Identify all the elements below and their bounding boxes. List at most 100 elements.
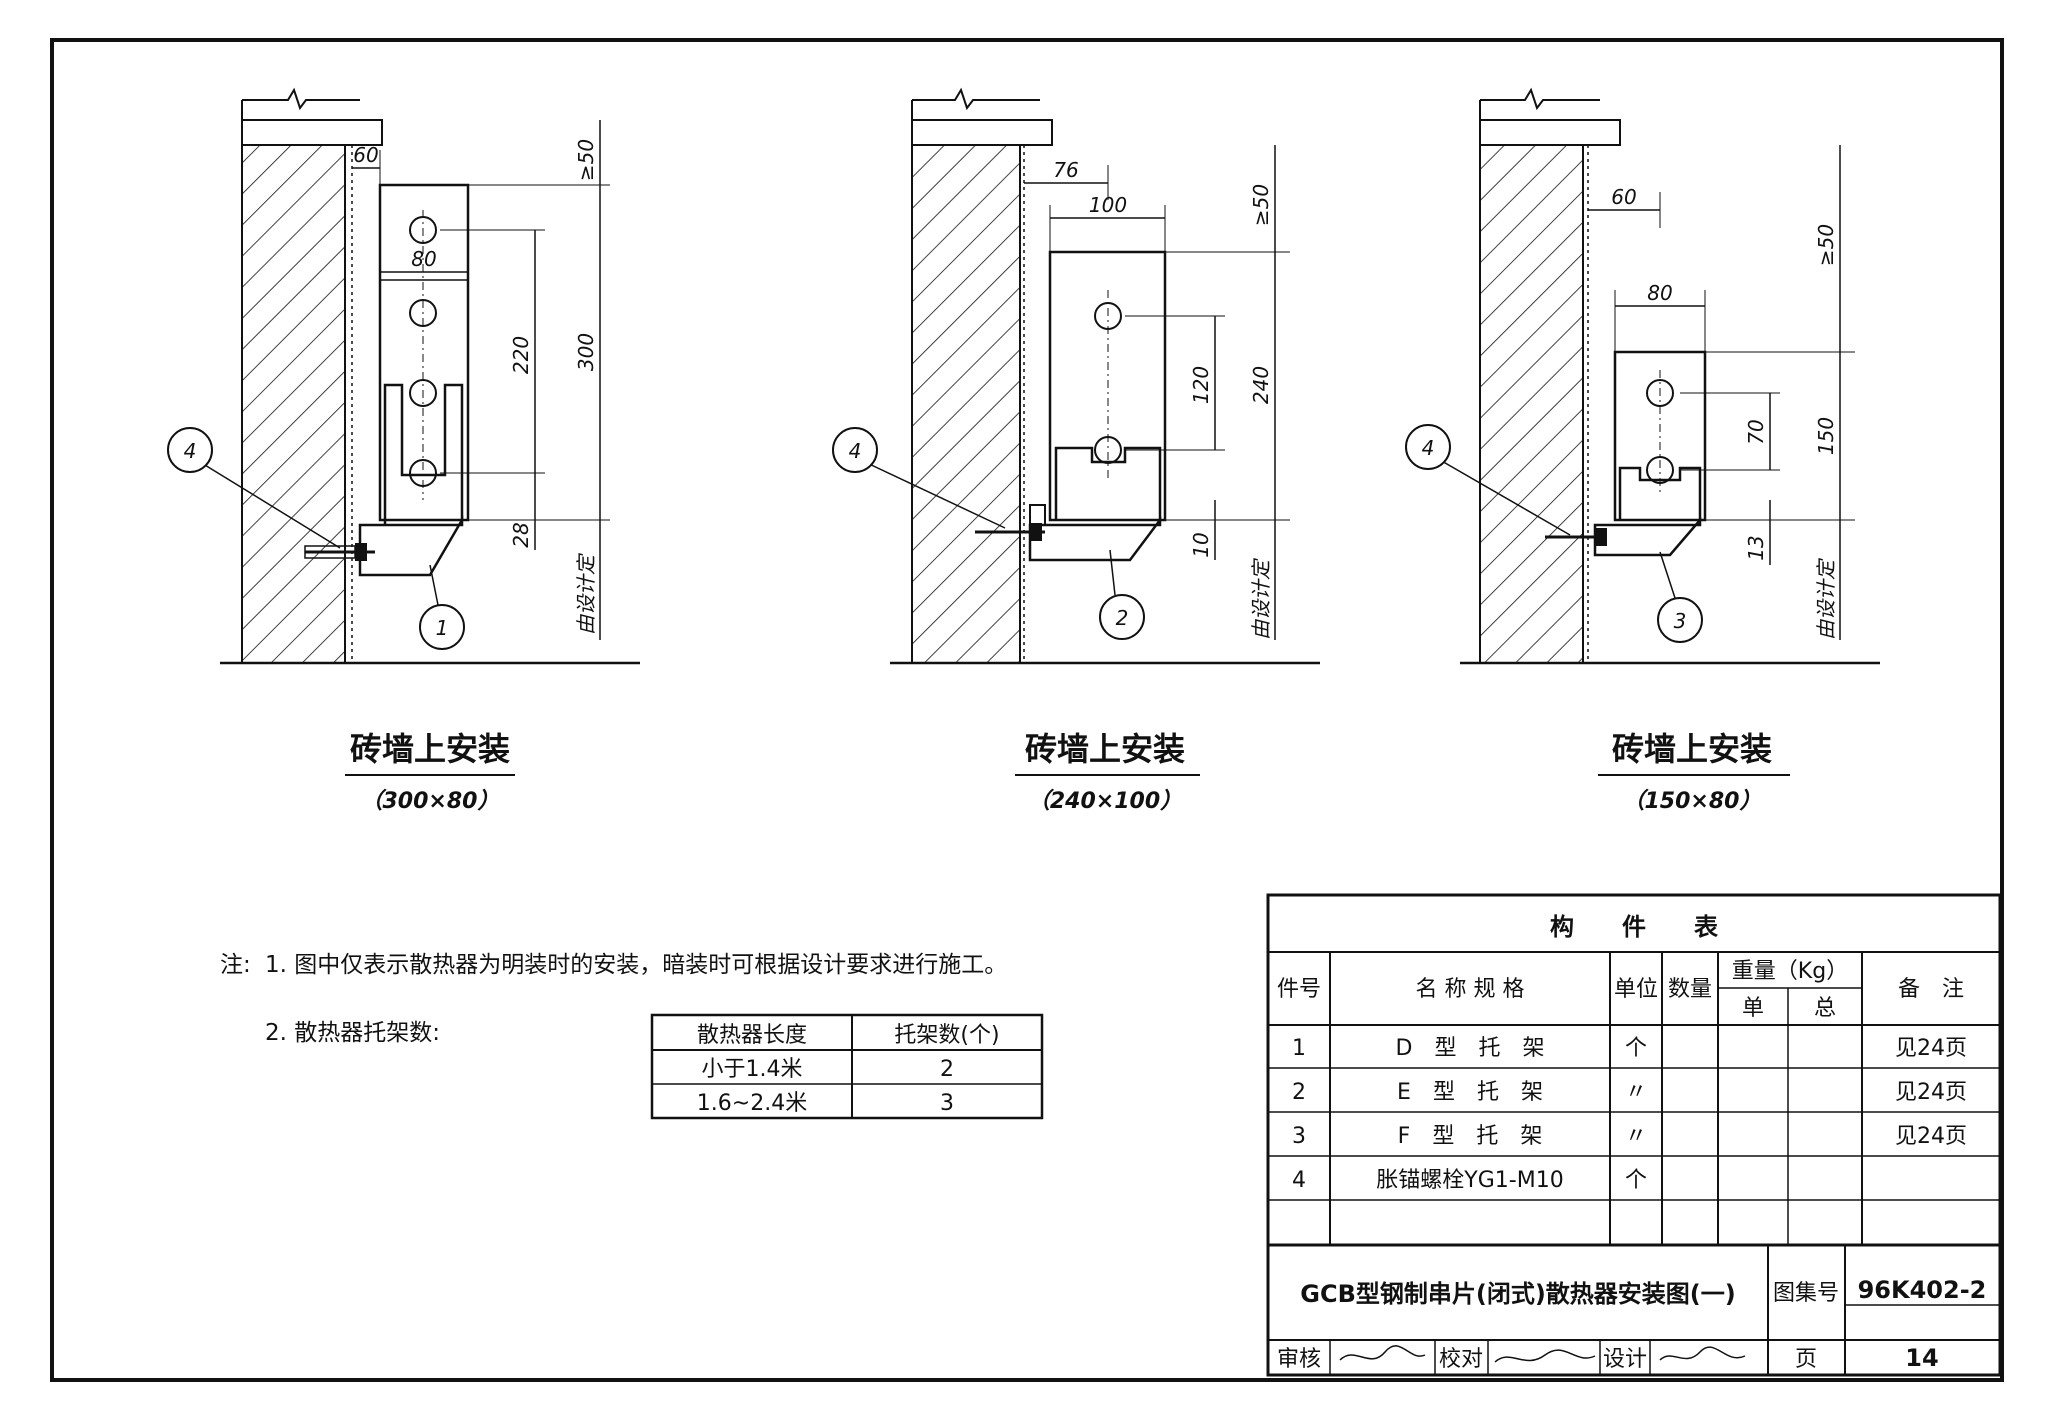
diagram-subtitle: （300×80） [361,788,500,814]
part-name: F 型 托 架 [1398,1124,1543,1149]
callout-anchor-text: 4 [1422,436,1435,460]
window-sill [911,119,1053,146]
callout-anchor-1 [167,427,213,473]
dim-width: 80 [1647,281,1672,305]
signature-check [1494,1349,1596,1363]
diagram-1: 4 1 60 80 220 28 300 ≥50 由设计定 砖墙上安装 （300… [167,87,640,814]
review-label: 审核 [1277,1347,1321,1372]
dim-height: 240 [1249,366,1273,404]
table-row: 2 E 型 托 架 〃 见24页 [1292,1080,1967,1105]
signature-design [1659,1346,1746,1361]
part-no: 3 [1292,1124,1306,1149]
bracket-2 [1054,446,1162,520]
parts-header-weight: 重量（Kg） [1732,959,1848,984]
parts-table: 构 件 表 件号 名 称 规 格 单位 数量 重量（Kg） 单 总 备 注 1 … [1266,893,2002,1247]
dim-design: 由设计定 [1249,558,1273,640]
diagram-subtitle: （240×100） [1028,788,1182,814]
parts-table-title: 构 件 表 [1550,913,1719,941]
dim-design: 由设计定 [574,553,598,635]
part-name: D 型 托 架 [1396,1036,1545,1061]
diagram-title: 砖墙上安装 [1612,730,1772,768]
page-number: 14 [1905,1344,1938,1372]
part-unit: 个 [1625,1036,1647,1061]
brick-wall [241,144,346,664]
callout-part-2 [1099,594,1145,640]
diagram-3: 4 3 60 80 70 13 150 ≥50 由设计定 砖墙上安装 （150×… [1405,87,1880,814]
note-1: 1. 图中仅表示散热器为明装时的安装，暗装时可根据设计要求进行施工。 [265,952,1007,978]
notes-prefix: 注: [220,952,251,978]
atlas-number: 96K402-2 [1858,1276,1987,1304]
parts-header-weight-unit: 单 [1742,996,1764,1021]
dim-offset: 60 [1611,185,1636,209]
brick-wall [1479,144,1584,664]
callout-anchor-text: 4 [849,439,862,463]
window-sill [241,119,383,146]
part-remark: 见24页 [1895,1080,1967,1105]
part-name: 胀锚螺栓YG1-M10 [1376,1168,1563,1193]
parts-header-weight-total: 总 [1814,996,1836,1021]
part-no: 2 [1292,1080,1306,1105]
radiator-section [1048,250,1167,522]
diagram-title: 砖墙上安装 [350,730,510,768]
bracket-table-cell: 3 [940,1091,954,1116]
bracket-1 [383,383,464,525]
table-row: 3 F 型 托 架 〃 见24页 [1292,1124,1967,1149]
dim-bottom: 28 [509,522,533,547]
check-label: 校对 [1439,1347,1483,1372]
dim-offset: 76 [1053,158,1078,182]
parts-header-name: 名 称 规 格 [1416,977,1525,1002]
part-unit: 个 [1625,1168,1647,1193]
sheet-border [50,38,2004,1382]
dim-spacing: 70 [1744,419,1768,444]
dim-height: 150 [1814,417,1838,455]
diagram-title: 砖墙上安装 [1025,730,1185,768]
dim-spacing: 220 [509,336,533,374]
diagram-2: 4 2 76 100 120 10 240 ≥50 由设计定 砖墙上安装 （24… [832,87,1320,814]
radiator-section [1613,350,1707,522]
dim-top: ≥50 [1249,184,1273,226]
dim-top: ≥50 [1814,224,1838,266]
signature-review [1339,1345,1426,1361]
dim-height: 300 [574,333,598,371]
bracket-table-header-count: 托架数(个) [894,1023,999,1048]
parts-header-no: 件号 [1277,977,1321,1002]
parts-header-unit: 单位 [1614,977,1658,1002]
dim-offset: 60 [353,143,378,167]
dim-bottom: 10 [1189,532,1213,557]
drawing-title: GCB型钢制串片(闭式)散热器安装图(一) [1300,1280,1735,1308]
window-sill [1479,119,1621,146]
part-no: 1 [1292,1036,1306,1061]
part-unit: 〃 [1625,1080,1647,1105]
bracket-table-cell: 1.6~2.4米 [697,1091,807,1116]
part-name: E 型 托 架 [1397,1080,1543,1105]
bracket-table-cell: 小于1.4米 [702,1057,803,1082]
page-label: 页 [1795,1347,1817,1372]
diagram-subtitle: （150×80） [1623,788,1762,814]
callout-part-1 [419,604,465,650]
dim-spacing: 120 [1189,366,1213,404]
part-no: 4 [1292,1168,1306,1193]
atlas-label: 图集号 [1773,1281,1839,1306]
parts-header-qty: 数量 [1668,977,1712,1002]
bracket-count-table: 散热器长度 托架数(个) 小于1.4米 2 1.6~2.4米 3 [650,1013,1044,1120]
design-label: 设计 [1603,1347,1647,1372]
bracket-3 [1618,466,1702,520]
dim-top: ≥50 [574,139,598,181]
part-remark: 见24页 [1895,1036,1967,1061]
part-remark: 见24页 [1895,1124,1967,1149]
brick-wall [911,144,1021,664]
bracket-table-header-length: 散热器长度 [697,1023,807,1048]
dim-width: 80 [411,247,436,271]
dim-width: 100 [1089,193,1127,217]
dim-bottom: 13 [1744,535,1768,560]
parts-header-remark: 备 注 [1898,977,1964,1002]
bracket-table-cell: 2 [940,1057,954,1082]
title-block: GCB型钢制串片(闭式)散热器安装图(一) 图集号 96K402-2 审核 校对… [1266,1243,2002,1377]
part-unit: 〃 [1625,1124,1647,1149]
callout-anchor-2 [832,427,878,473]
callout-anchor-text: 4 [184,439,197,463]
callout-part-text: 2 [1116,606,1129,630]
callout-anchor-3 [1405,424,1451,470]
table-row: 4 胀锚螺栓YG1-M10 个 [1292,1168,1647,1193]
